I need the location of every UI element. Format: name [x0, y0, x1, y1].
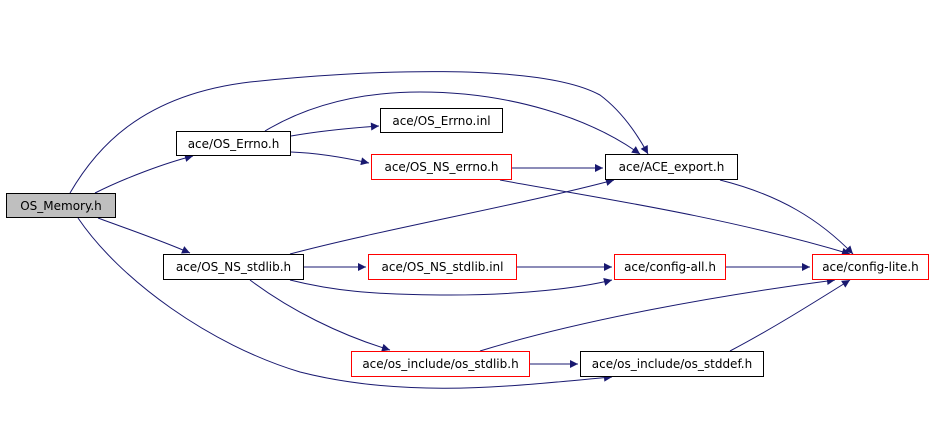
- node-os-ns-errno[interactable]: ace/OS_NS_errno.h: [371, 154, 512, 180]
- edge-os-ns-stdlib-to-ace-export: [289, 178, 615, 255]
- node-os-memory: OS_Memory.h: [6, 193, 116, 218]
- node-os-ns-stdlib[interactable]: ace/OS_NS_stdlib.h: [163, 254, 304, 280]
- node-os-ns-stdlib-inl[interactable]: ace/OS_NS_stdlib.inl: [368, 254, 517, 280]
- node-ace-export[interactable]: ace/ACE_export.h: [605, 154, 738, 180]
- edge-os-memory-to-os-ns-stdlib: [97, 217, 191, 254]
- edge-os-errno-to-os-ns-errno: [290, 151, 370, 166]
- edge-os-memory-to-os-errno: [94, 154, 194, 194]
- node-os-include-stddef[interactable]: ace/os_include/os_stddef.h: [580, 351, 764, 377]
- edge-os-errno-to-os-errno-inl: [290, 122, 380, 137]
- edge-os-include-stdlib-to-config-lite: [479, 277, 836, 352]
- node-config-lite[interactable]: ace/config-lite.h: [812, 254, 929, 280]
- node-config-all[interactable]: ace/config-all.h: [614, 254, 726, 280]
- edge-ace-export-to-config-lite: [719, 179, 854, 255]
- edge-os-ns-errno-to-config-lite: [499, 179, 851, 256]
- node-os-include-stdlib[interactable]: ace/os_include/os_stdlib.h: [351, 351, 530, 377]
- edge-os-memory-to-os-include-stddef: [77, 217, 613, 389]
- edge-os-ns-stdlib-to-os-include-stdlib: [249, 279, 391, 352]
- edge-os-ns-stdlib-to-config-all: [289, 278, 613, 296]
- edge-os-memory-to-ace-export: [69, 71, 649, 194]
- node-os-errno-inl[interactable]: ace/OS_Errno.inl: [380, 108, 503, 133]
- node-os-errno[interactable]: ace/OS_Errno.h: [176, 131, 291, 156]
- edge-os-errno-to-ace-export: [264, 91, 641, 155]
- edge-os-include-stddef-to-config-lite: [729, 279, 851, 352]
